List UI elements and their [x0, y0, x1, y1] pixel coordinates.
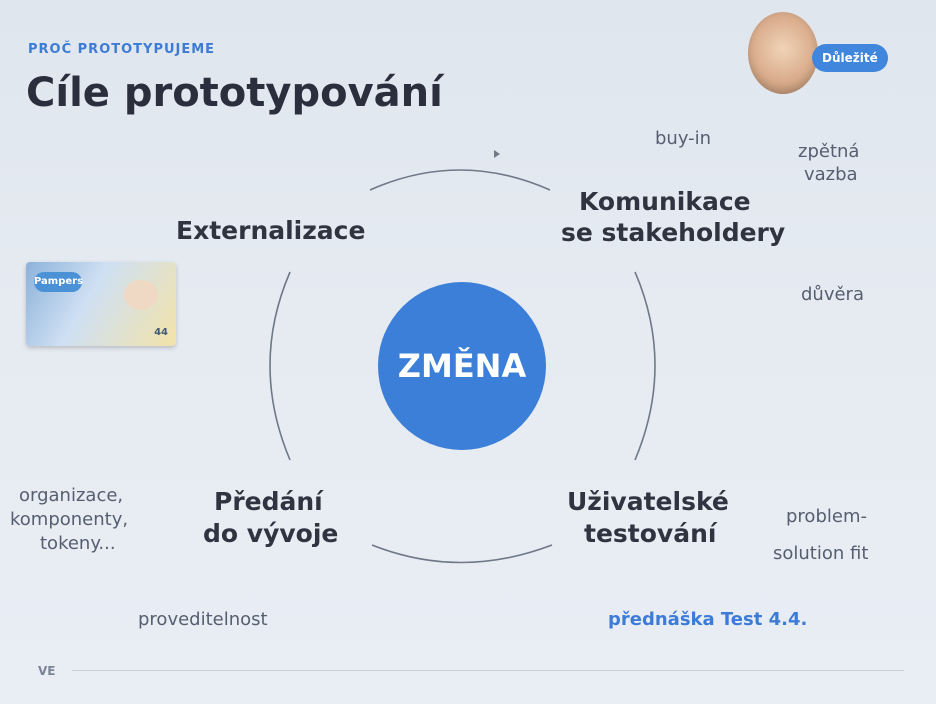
footer-divider: [72, 670, 904, 671]
note-feasibility: proveditelnost: [138, 609, 268, 630]
baby-face: [124, 280, 158, 310]
note-feedback-line2: vazba: [804, 164, 858, 185]
note-problem-line1: problem-: [786, 506, 867, 527]
label-communication-line1: Komunikace: [579, 187, 751, 216]
center-circle: ZMĚNA: [378, 282, 546, 450]
note-problem-line2: solution fit: [773, 543, 869, 564]
note-feedback-line1: zpětná: [798, 141, 860, 162]
left-arc: [269, 271, 291, 461]
label-externalization: Externalizace: [176, 216, 366, 245]
product-image: Pampers 44: [26, 262, 176, 346]
lecture-reference: přednáška Test 4.4.: [608, 609, 808, 630]
label-handoff-line2: do vývoje: [203, 519, 339, 548]
label-communication-line2: se stakeholdery: [561, 218, 786, 247]
top-arc: [369, 169, 551, 191]
footer-logo: VE: [38, 664, 56, 678]
note-organization: organizace,: [19, 485, 124, 506]
right-arc: [634, 271, 656, 461]
product-brand: Pampers: [34, 272, 83, 292]
label-handoff-line1: Předání: [214, 487, 323, 516]
bottom-arc: [371, 544, 553, 564]
product-count: 44: [154, 327, 168, 338]
label-user-testing-line2: testování: [584, 519, 717, 548]
cursor-icon: [494, 150, 500, 158]
note-buy-in: buy-in: [655, 128, 712, 149]
important-badge: Důležité: [812, 44, 888, 72]
note-trust: důvěra: [801, 284, 864, 305]
note-components: komponenty,: [10, 509, 129, 530]
label-user-testing-line1: Uživatelské: [567, 487, 729, 516]
note-tokens: tokeny...: [40, 533, 116, 554]
presenter-avatar: [748, 12, 818, 94]
page-title: Cíle prototypování: [26, 70, 443, 116]
section-kicker: PROČ PROTOTYPUJEME: [28, 42, 216, 57]
